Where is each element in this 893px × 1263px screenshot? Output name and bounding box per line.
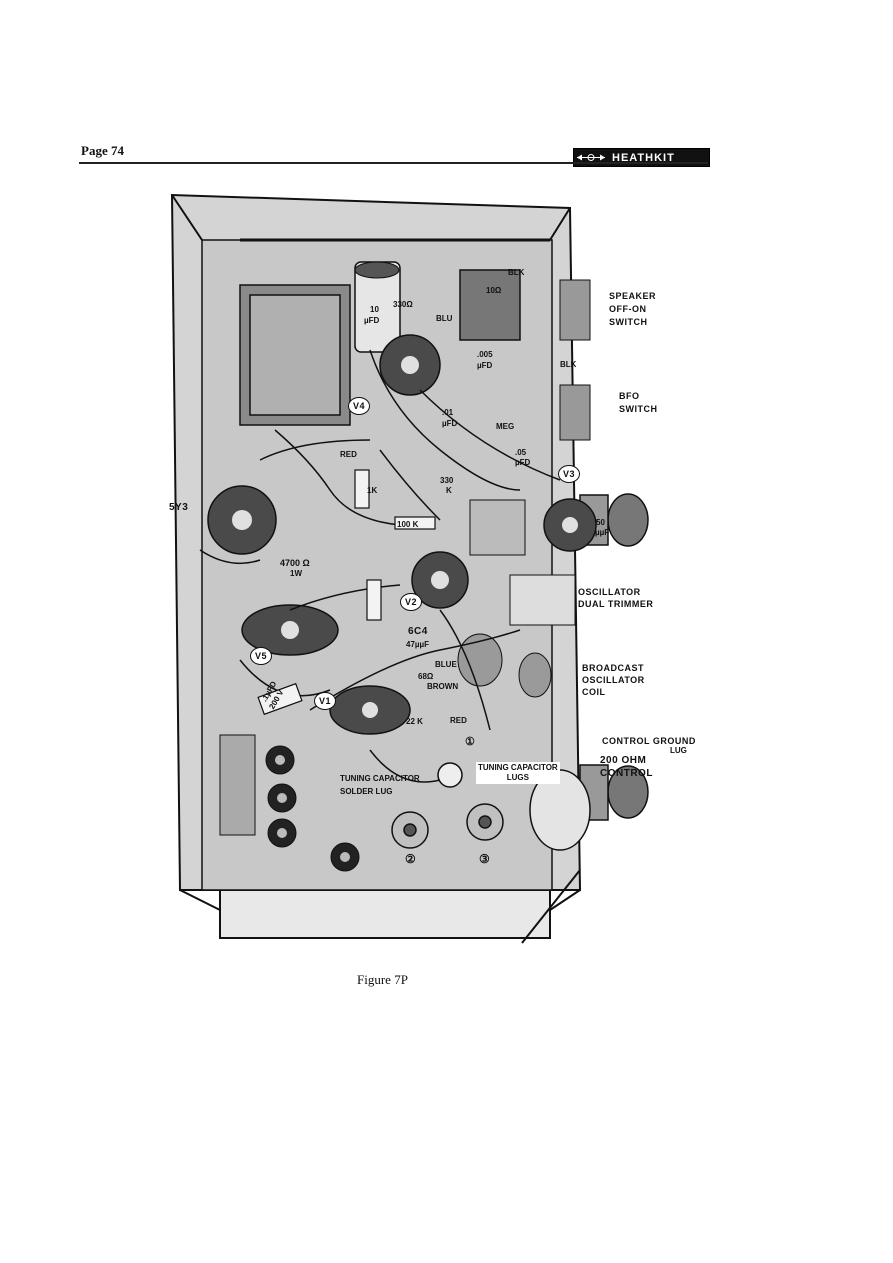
logo-arrow-icon [574, 149, 608, 166]
lug-1: ① [465, 736, 476, 748]
part-r330k-unit: K [446, 486, 452, 495]
part-r4700: 4700 Ω [280, 558, 310, 568]
part-brown: BROWN [427, 682, 459, 691]
part-r330a: 330Ω [393, 300, 413, 309]
lug-2: ② [405, 852, 417, 866]
part-cap005: .005 [477, 350, 493, 359]
tube-label-6c4: 6C4 [408, 626, 428, 637]
ohm-label-2: CONTROL [600, 768, 653, 779]
part-meg: MEG [496, 422, 515, 431]
callout-bfo-switch: BFO SWITCH [619, 390, 658, 416]
tube-v2: V2 [400, 593, 423, 611]
tube-v3: V3 [558, 465, 581, 483]
osc-label-2: DUAL TRIMMER [578, 599, 654, 609]
page-number: Page 74 [81, 143, 124, 158]
part-cap47: 47µµF [406, 640, 430, 649]
part-blue: BLUE [435, 660, 457, 669]
figure-caption: Figure 7P [357, 972, 408, 987]
figure-7p-chassis-illustration: SPEAKER OFF-ON SWITCH BFO SWITCH OSCILLA… [140, 190, 700, 950]
part-blk-mid: BLK [560, 360, 577, 369]
bfo-label-2: SWITCH [619, 404, 658, 414]
part-cap01: .01 [442, 408, 454, 417]
tsl-label-2: SOLDER LUG [340, 787, 393, 796]
bc-label-3: COIL [582, 687, 606, 697]
bfo-label-1: BFO [619, 391, 640, 401]
part-r10: 10Ω [486, 286, 502, 295]
part-r4700-w: 1W [290, 569, 302, 578]
bc-label-1: BROADCAST [582, 663, 644, 673]
part-blu: BLU [436, 314, 453, 323]
tube-v5: V5 [250, 647, 273, 665]
part-red: RED [340, 450, 357, 459]
part-cap50: 50 [596, 518, 605, 527]
part-cap05-unit: µFD [515, 458, 531, 467]
bc-label-2: OSCILLATOR [582, 675, 645, 685]
heathkit-logo: HEATHKIT [573, 148, 710, 167]
part-cap10: 10 [370, 305, 379, 314]
speaker-label-1: SPEAKER [609, 291, 657, 301]
part-r100k: 100 K [397, 520, 419, 529]
callout-control-ground: CONTROL GROUND LUG [602, 736, 696, 756]
tl-label-2: LUGS [506, 773, 529, 782]
part-cap01-unit: µFD [442, 419, 458, 428]
part-red2: RED [450, 716, 467, 725]
header-rule [79, 162, 708, 164]
part-cap005-unit: µFD [477, 361, 493, 370]
callout-tuning-solder-lug: TUNING CAPACITOR SOLDER LUG [340, 772, 420, 798]
part-cap10-unit: µFD [364, 316, 380, 325]
osc-label-1: OSCILLATOR [578, 587, 641, 597]
cg-label-1: CONTROL GROUND [602, 736, 696, 746]
tube-label-5y3: 5Y3 [169, 502, 189, 513]
callout-tuning-lugs: TUNING CAPACITOR LUGS [476, 762, 560, 784]
part-r1k: 1K [367, 486, 378, 495]
part-r330k: 330 [440, 476, 454, 485]
callout-broadcast-coil: BROADCAST OSCILLATOR COIL [582, 662, 645, 698]
logo-text: HEATHKIT [612, 151, 675, 164]
cg-label-2: LUG [670, 746, 687, 755]
speaker-label-3: SWITCH [609, 317, 648, 327]
tsl-label-1: TUNING CAPACITOR [340, 774, 420, 783]
part-r22k: 22 K [406, 717, 423, 726]
part-cap05: .05 [515, 448, 527, 457]
lug-3: ③ [479, 852, 491, 866]
ohm-label-1: 200 OHM [600, 755, 647, 766]
speaker-label-2: OFF-ON [609, 304, 647, 314]
part-blk-top: BLK [508, 268, 525, 277]
tube-v4: V4 [348, 397, 371, 415]
callout-speaker-switch: SPEAKER OFF-ON SWITCH [609, 290, 656, 329]
part-r68: 68Ω [418, 672, 434, 681]
part-cap50-unit: µµF [595, 528, 610, 537]
tl-label-1: TUNING CAPACITOR [478, 763, 558, 772]
callout-200-ohm-control: 200 OHM CONTROL [600, 754, 653, 780]
tube-v1: V1 [314, 692, 337, 710]
callout-oscillator-trimmer: OSCILLATOR DUAL TRIMMER [578, 586, 653, 610]
